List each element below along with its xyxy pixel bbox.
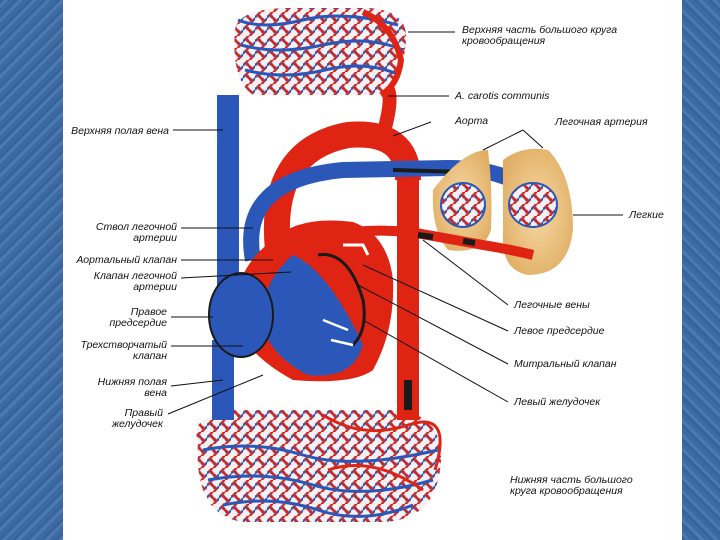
- label-tricuspid-valve-1: Трехстворчатый: [80, 339, 167, 351]
- label-upper-body-1: Верхняя часть большого круга: [462, 24, 618, 36]
- label-pulmonary-trunk-1: Ствол легочной: [95, 221, 177, 233]
- carotis-vessel: [376, 86, 397, 137]
- label-right-ventricle-2: желудочек: [111, 418, 163, 430]
- label-tricuspid-valve-2: клапан: [133, 350, 167, 362]
- lower-capillary-bed: [196, 410, 442, 522]
- label-lower-body-2: круга кровообращения: [510, 485, 623, 497]
- circulation-diagram: [167, 7, 623, 522]
- label-pulmonary-trunk-2: артерии: [133, 232, 177, 244]
- label-pulmonary-valve-1: Клапан легочной: [93, 270, 177, 282]
- label-superior-vena-cava: Верхняя полая вена: [71, 125, 169, 137]
- leader-lines: [167, 31, 623, 415]
- label-inferior-vena-cava-1: Нижняя полая: [97, 376, 167, 388]
- label-right-atrium-1: Правое: [130, 306, 167, 318]
- label-left-atrium: Левое предсердие: [514, 325, 605, 337]
- upper-capillary-bed: [234, 7, 407, 98]
- label-upper-body-2: кровообращения: [462, 35, 546, 47]
- label-aortic-valve: Аортальный клапан: [76, 254, 177, 266]
- label-pulmonary-artery: Легочная артерия: [555, 116, 648, 128]
- slide-border-right: [682, 0, 720, 540]
- label-pulmonary-veins: Легочные вены: [514, 299, 590, 311]
- heart-graphic: [208, 220, 394, 382]
- lungs-graphic: [432, 148, 573, 275]
- label-mitral-valve: Митральный клапан: [514, 358, 617, 370]
- aortic-arch-vessel: [263, 121, 421, 252]
- label-pulmonary-valve-2: артерии: [133, 281, 177, 293]
- label-lungs: Легкие: [629, 209, 664, 221]
- label-carotis: A. carotis communis: [455, 90, 550, 102]
- slide-border-left: [0, 0, 63, 540]
- label-lower-body-1: Нижняя часть большого: [510, 474, 633, 486]
- label-aorta: Аорта: [455, 115, 489, 127]
- label-inferior-vena-cava-2: вена: [144, 387, 167, 399]
- slide: Верхняя часть большого круга кровообраще…: [63, 0, 682, 540]
- label-left-ventricle: Левый желудочек: [514, 396, 601, 408]
- label-right-atrium-2: предсердие: [109, 317, 167, 329]
- label-right-ventricle-1: Правый: [124, 407, 163, 419]
